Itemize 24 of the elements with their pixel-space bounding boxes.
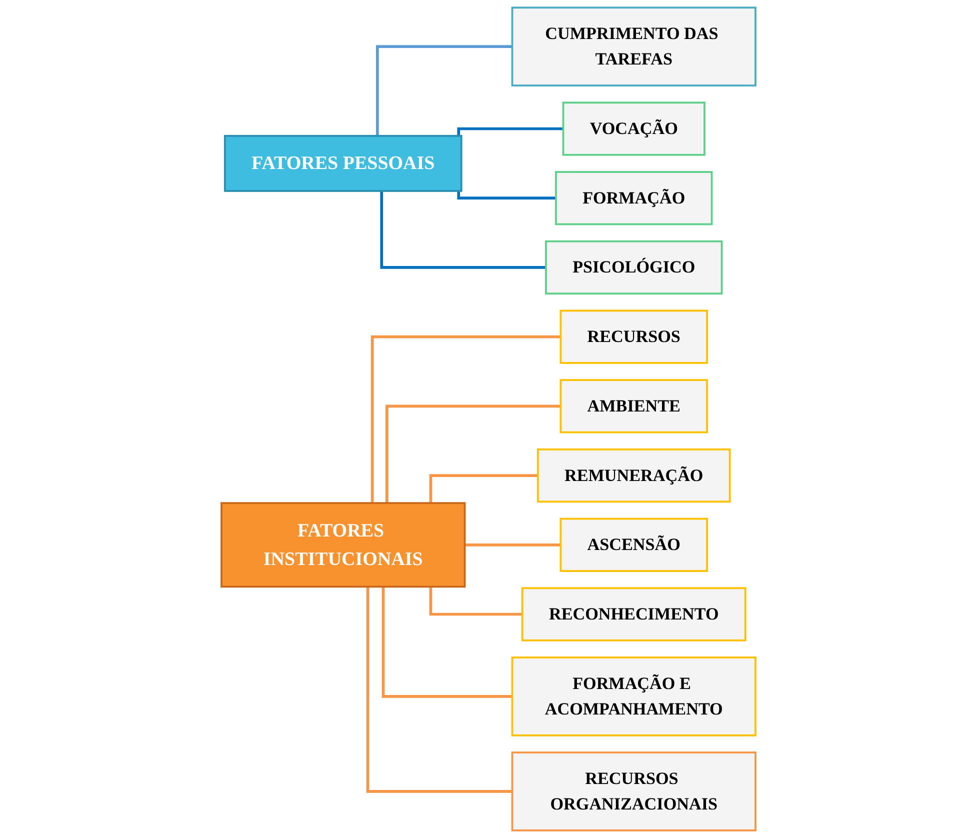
connector bbox=[376, 45, 512, 136]
node-box: ASCENSÃO bbox=[560, 518, 708, 572]
node-box: PSICOLÓGICO bbox=[545, 240, 723, 295]
node-box: FATORES INSTITUCIONAIS bbox=[220, 502, 466, 588]
connector bbox=[429, 474, 538, 504]
connector bbox=[429, 586, 522, 616]
connector bbox=[380, 190, 546, 269]
connector bbox=[386, 404, 561, 504]
node-box: FATORES PESSOAIS bbox=[224, 134, 462, 192]
connector bbox=[382, 586, 512, 698]
connector bbox=[457, 127, 564, 136]
node-box: AMBIENTE bbox=[560, 379, 708, 434]
node-box: RECONHECIMENTO bbox=[521, 587, 746, 642]
connector bbox=[366, 586, 512, 793]
connector bbox=[457, 190, 556, 200]
node-box: RECURSOS ORGANIZACIONAIS bbox=[511, 752, 756, 832]
node-box: REMUNERAÇÃO bbox=[536, 448, 731, 503]
node-box: FORMAÇÃO bbox=[555, 171, 713, 226]
connector bbox=[463, 543, 561, 546]
node-box: RECURSOS bbox=[560, 310, 708, 364]
node-box: CUMPRIMENTO DAS TAREFAS bbox=[511, 6, 756, 86]
node-box: FORMAÇÃO E ACOMPANHAMENTO bbox=[511, 656, 756, 736]
connector bbox=[370, 335, 561, 504]
node-box: VOCAÇÃO bbox=[562, 102, 706, 156]
